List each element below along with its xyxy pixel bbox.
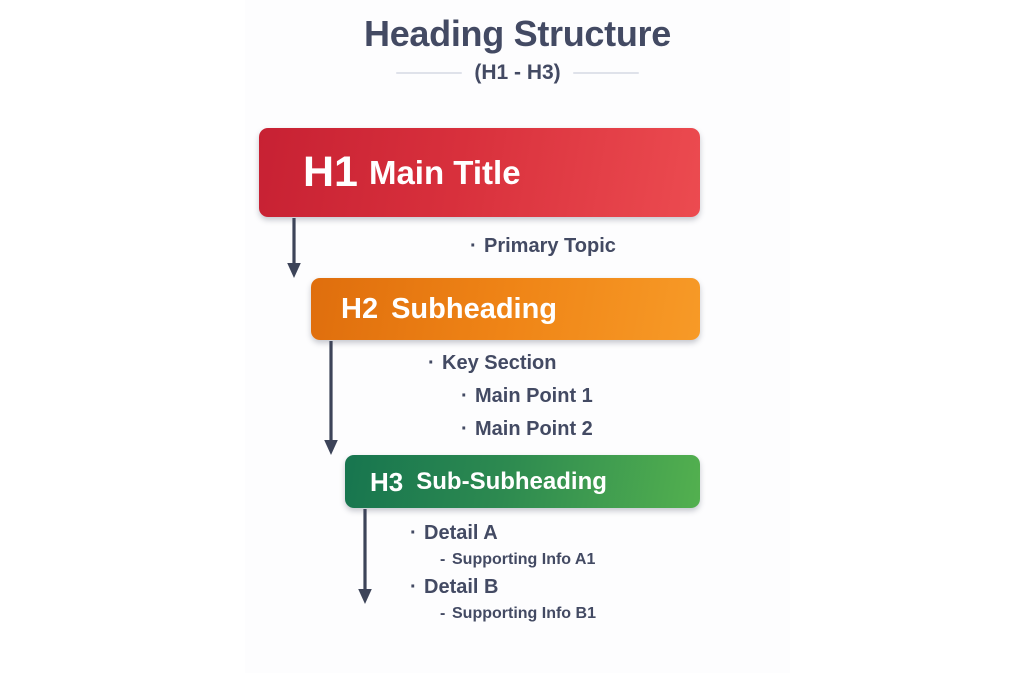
- list-item-label: Main Point 1: [475, 385, 593, 407]
- bullet-list-h2: · Key Section · Main Point 1 · Main Poin…: [428, 353, 593, 439]
- list-item: · Key Section: [428, 353, 593, 373]
- list-item-label: Supporting Info B1: [452, 605, 596, 622]
- bullet-icon: ·: [410, 576, 417, 598]
- list-item-label: Main Point 2: [475, 418, 593, 440]
- list-item: · Main Point 1: [461, 386, 593, 406]
- bullet-icon: ·: [461, 385, 468, 407]
- list-item-label: Detail B: [424, 576, 499, 598]
- subtitle-rule-right: [572, 72, 639, 75]
- arrow-h1-to-h2: [284, 218, 304, 285]
- heading-tag-h2: H2: [341, 292, 379, 325]
- heading-label-h3: Sub-Subheading: [416, 467, 607, 495]
- subtitle-rule-left: [396, 72, 463, 75]
- list-item: - Supporting Info B1: [440, 606, 596, 622]
- list-item-label: Key Section: [442, 352, 557, 374]
- bullet-icon: ·: [410, 522, 417, 544]
- list-item: · Detail A: [410, 523, 596, 543]
- list-item: · Detail B: [410, 577, 596, 597]
- list-item: - Supporting Info A1: [440, 552, 596, 568]
- list-item-label: Detail A: [424, 522, 498, 544]
- bullet-list-h3: · Detail A - Supporting Info A1 · Detail…: [410, 523, 596, 622]
- dash-icon: -: [440, 551, 446, 568]
- heading-bar-h2[interactable]: H2 Subheading: [311, 278, 700, 340]
- bullet-list-h1: · Primary Topic: [470, 236, 616, 256]
- list-item-label: Supporting Info A1: [452, 551, 596, 568]
- arrow-h2-to-h3: [321, 341, 341, 462]
- heading-label-h1: Main Title: [368, 154, 521, 191]
- list-item: · Main Point 2: [461, 419, 593, 439]
- heading-bar-h3[interactable]: H3 Sub-Subheading: [345, 455, 700, 508]
- dash-icon: -: [440, 605, 446, 622]
- page-subtitle: (H1 - H3): [474, 61, 561, 85]
- heading-label-h2: Subheading: [391, 292, 558, 325]
- bullet-icon: ·: [470, 235, 477, 257]
- heading-tag-h3: H3: [370, 466, 404, 497]
- list-item-label: Primary Topic: [484, 235, 616, 257]
- heading-bar-h1[interactable]: H1 Main Title: [259, 128, 700, 217]
- subtitle-row: (H1 - H3): [245, 61, 790, 85]
- title-block: Heading Structure (H1 - H3): [245, 12, 790, 85]
- heading-tag-h1: H1: [303, 148, 358, 196]
- page-title: Heading Structure: [364, 13, 671, 54]
- list-item: · Primary Topic: [470, 236, 616, 256]
- bullet-icon: ·: [428, 352, 435, 374]
- arrow-h3-to-details: [355, 509, 375, 611]
- bullet-icon: ·: [461, 418, 468, 440]
